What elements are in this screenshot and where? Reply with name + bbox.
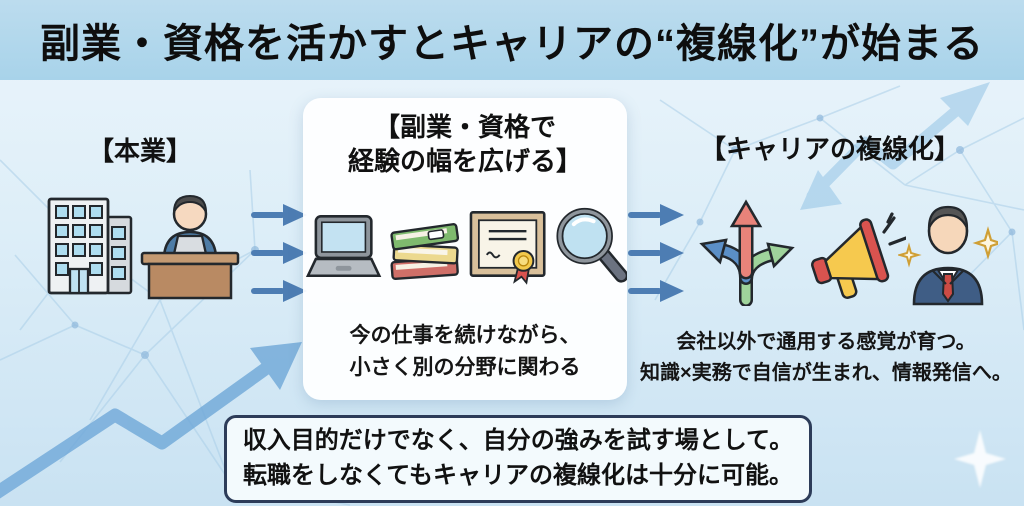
flow-arrows-left: [251, 204, 307, 302]
office-building-icon: [47, 197, 133, 295]
side-job-card-title: 【副業・資格で 経験の幅を広げる】: [303, 111, 627, 179]
main-job-label: 【本業】: [87, 136, 192, 166]
bottom-note-box: 収入目的だけでなく、自分の強みを試す場として。 転職をしなくてもキャリアの複線化…: [224, 415, 812, 503]
worker-at-desk-icon: [140, 194, 240, 300]
side-job-title-line1: 【副業・資格で: [373, 112, 556, 142]
side-job-title-line2: 経験の幅を広げる】: [347, 145, 582, 176]
side-job-caption: 今の仕事を続けながら、 小さく別の分野に関わる: [303, 320, 627, 383]
side-job-card: 【副業・資格で 経験の幅を広げる】: [303, 98, 627, 400]
bottom-note-line2: 転職をしなくてもキャリアの複線化は十分に可能。: [242, 462, 794, 489]
laptop-icon: [305, 215, 382, 278]
side-job-icon-row: [303, 206, 627, 286]
career-caption: 会社以外で通用する感覚が育つ。 知識×実務で自信が生まれ、情報発信へ。: [633, 327, 1019, 389]
growth-zigzag-arrow-left: [0, 342, 302, 499]
growth-zigzag-arrow-right: [800, 82, 990, 210]
certificate-icon: [470, 211, 547, 285]
title-bar: 副業・資格を活かすとキャリアの“複線化”が始まる: [0, 0, 1024, 80]
megaphone-icon: [811, 212, 906, 299]
businessman-icon: [898, 205, 998, 306]
side-job-caption-line2: 小さく別の分野に関わる: [349, 355, 581, 379]
career-caption-line2: 知識×実務で自信が生まれ、情報発信へ。: [640, 362, 1012, 384]
side-job-caption-line1: 今の仕事を続けながら、: [349, 324, 581, 347]
flow-arrows-right: [628, 204, 684, 302]
branch-arrows-icon: [699, 199, 795, 306]
page-title: 副業・資格を活かすとキャリアの“複線化”が始まる: [40, 22, 984, 66]
career-label: 【キャリアの複線化】: [699, 134, 960, 164]
magnifier-icon: [556, 207, 627, 283]
books-stack-icon: [390, 223, 460, 281]
sparkle-icon: [954, 430, 1006, 488]
career-caption-line1: 会社以外で通用する感覚が育つ。: [676, 331, 976, 353]
bottom-note-line1: 収入目的だけでなく、自分の強みを試す場として。: [242, 427, 794, 455]
